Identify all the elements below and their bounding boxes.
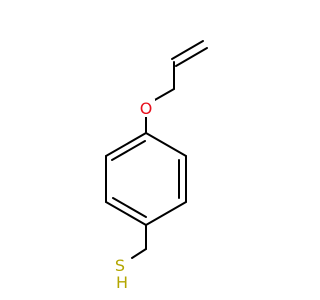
ring-bond-bottom-left xyxy=(105,201,147,226)
oxygen-label-background xyxy=(139,99,155,117)
molecule-diagram: O S H xyxy=(105,40,208,292)
bond-vinyl-double-outer xyxy=(171,40,204,60)
ring-bond-bottom-right xyxy=(145,201,187,226)
ring-double-bottom-left xyxy=(112,197,147,218)
structure-canvas: O S H xyxy=(105,40,208,292)
oxygen-atom-label: O xyxy=(140,99,153,118)
ring-double-top-left xyxy=(111,140,146,161)
ring-bond-top-left xyxy=(105,132,147,157)
bond-ch2-sulfur xyxy=(131,248,147,259)
sulfur-hydrogen-label: H xyxy=(116,273,128,292)
sulfur-atom-label: S xyxy=(115,256,125,275)
bond-ch2-oxygen xyxy=(152,88,175,102)
sulfur-label-background xyxy=(112,255,127,273)
ring-bond-top-right xyxy=(145,132,187,157)
bond-vinyl-double-inner xyxy=(175,47,208,67)
